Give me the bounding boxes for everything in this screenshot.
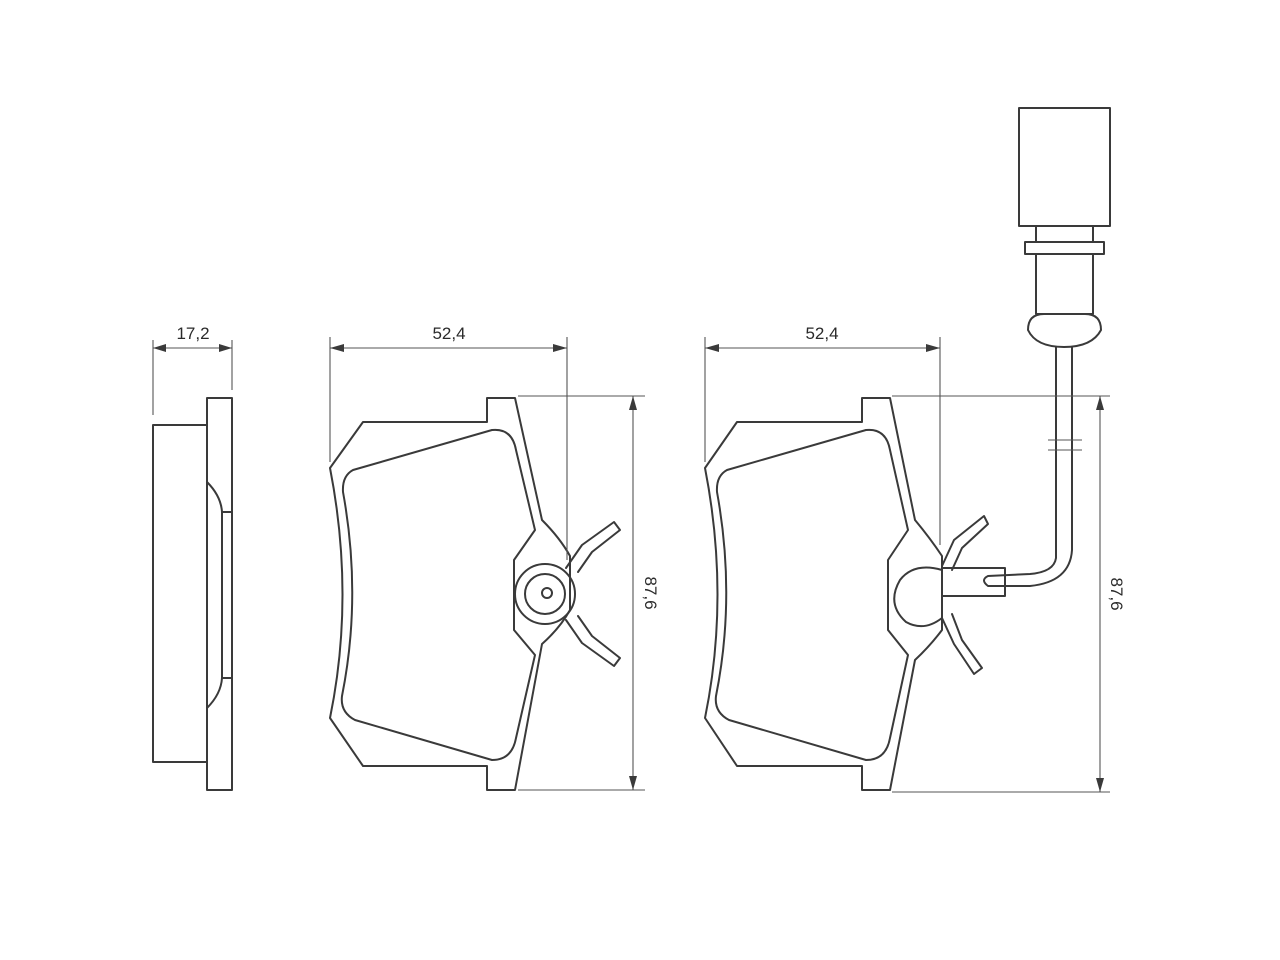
pad-front-view-right <box>704 397 1006 791</box>
pad-front-view-left <box>329 397 621 791</box>
width-label-left: 52,4 <box>432 324 465 343</box>
height-label-right: 87,6 <box>1107 577 1126 610</box>
thickness-label: 17,2 <box>176 324 209 343</box>
height-label-left: 87,6 <box>641 576 660 609</box>
pad-side-view <box>152 397 233 791</box>
thickness-dimension: 17,2 <box>152 324 233 415</box>
sensor-connector <box>1018 107 1111 227</box>
width-dimension-right: 52,4 <box>704 324 941 545</box>
wear-sensor <box>983 107 1111 587</box>
width-dimension-left: 52,4 <box>329 324 568 560</box>
height-dimension-left: 87,6 <box>518 395 660 791</box>
width-label-right: 52,4 <box>805 324 838 343</box>
height-dimension-right: 87,6 <box>892 395 1126 793</box>
